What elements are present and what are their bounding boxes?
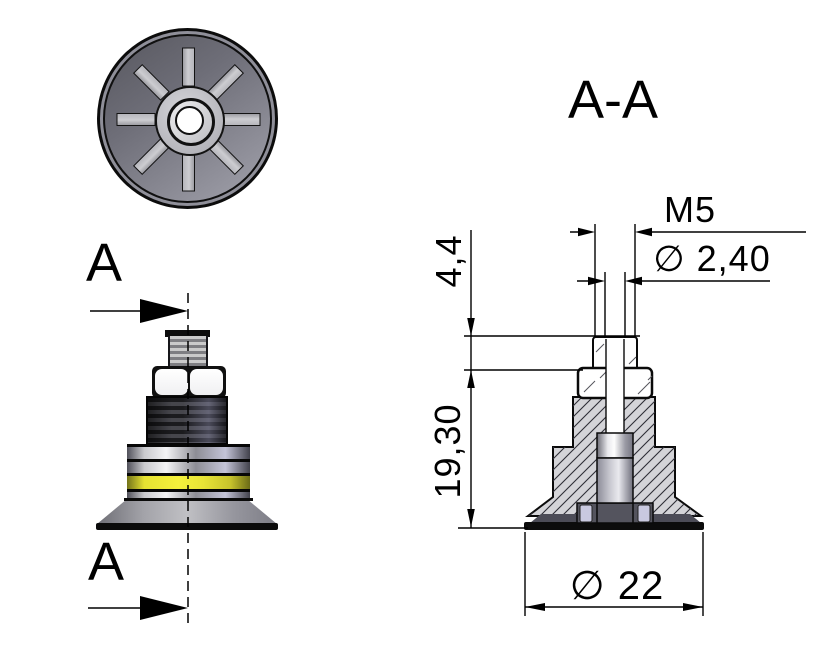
section-bore	[606, 339, 624, 433]
dimension-lines	[458, 224, 806, 616]
arrowhead-icon	[467, 370, 475, 388]
section-spoke-slot	[579, 504, 593, 523]
section-hex	[576, 366, 654, 400]
section-arrow-icon	[140, 299, 188, 323]
bellows-thread-section	[146, 396, 228, 445]
dim-bore-diameter-label: ∅ 2,40	[653, 238, 771, 279]
arrowhead-icon	[588, 276, 605, 286]
arrowhead-icon	[467, 509, 475, 527]
cut-plane-label-bottom: A	[87, 532, 125, 592]
insert-upper	[596, 432, 634, 459]
cut-plane-label-top: A	[85, 233, 123, 293]
section-stud	[592, 336, 638, 372]
arrowhead-icon	[467, 318, 475, 336]
dim-thread-length-label: 4,4	[428, 234, 469, 288]
threaded-stud	[168, 336, 208, 369]
arrowhead-icon	[625, 276, 642, 286]
arrowhead-icon	[683, 603, 703, 611]
spoke	[221, 113, 261, 126]
hub-post-edges	[596, 503, 634, 523]
hex-nut	[152, 366, 226, 398]
dim-thread-label: M5	[663, 189, 717, 230]
metal-band	[127, 462, 250, 473]
cup-lip	[96, 523, 278, 530]
fitting-band-stack	[127, 444, 250, 498]
section-cup-lip	[530, 514, 701, 523]
sparse-hatch-ticks	[583, 343, 653, 395]
metal-band	[127, 447, 250, 459]
dimension-arrowheads	[467, 227, 703, 611]
section-cone-body	[525, 396, 705, 517]
top-view	[97, 28, 278, 209]
arrowhead-icon	[525, 603, 545, 611]
yellow-seal-band	[127, 476, 250, 489]
suction-cone	[97, 499, 277, 524]
section-hatching	[528, 397, 701, 516]
dim-total-height-label: 19,30	[427, 403, 468, 499]
section-view-title: A-A	[567, 70, 659, 130]
section-lip-edge	[524, 522, 704, 530]
m5-extension-lines	[594, 224, 636, 336]
cone-top-edge	[124, 498, 253, 501]
bore-edges	[605, 339, 625, 433]
bore-extension-lines	[604, 272, 626, 338]
spoke	[182, 47, 195, 87]
hex-facet	[155, 369, 188, 395]
section-hub	[576, 502, 654, 524]
dim-cup-diameter-label: ∅ 22	[569, 564, 665, 608]
section-body	[524, 336, 705, 530]
spoke	[116, 113, 156, 126]
hex-facet	[190, 369, 223, 395]
spoke	[182, 152, 195, 192]
section-spoke-slot	[637, 504, 651, 523]
arrowhead-icon	[635, 227, 652, 237]
center-bore	[175, 106, 204, 135]
section-arrow-icon	[140, 596, 188, 620]
insert-lower	[596, 457, 634, 504]
arrowhead-icon	[578, 227, 595, 237]
